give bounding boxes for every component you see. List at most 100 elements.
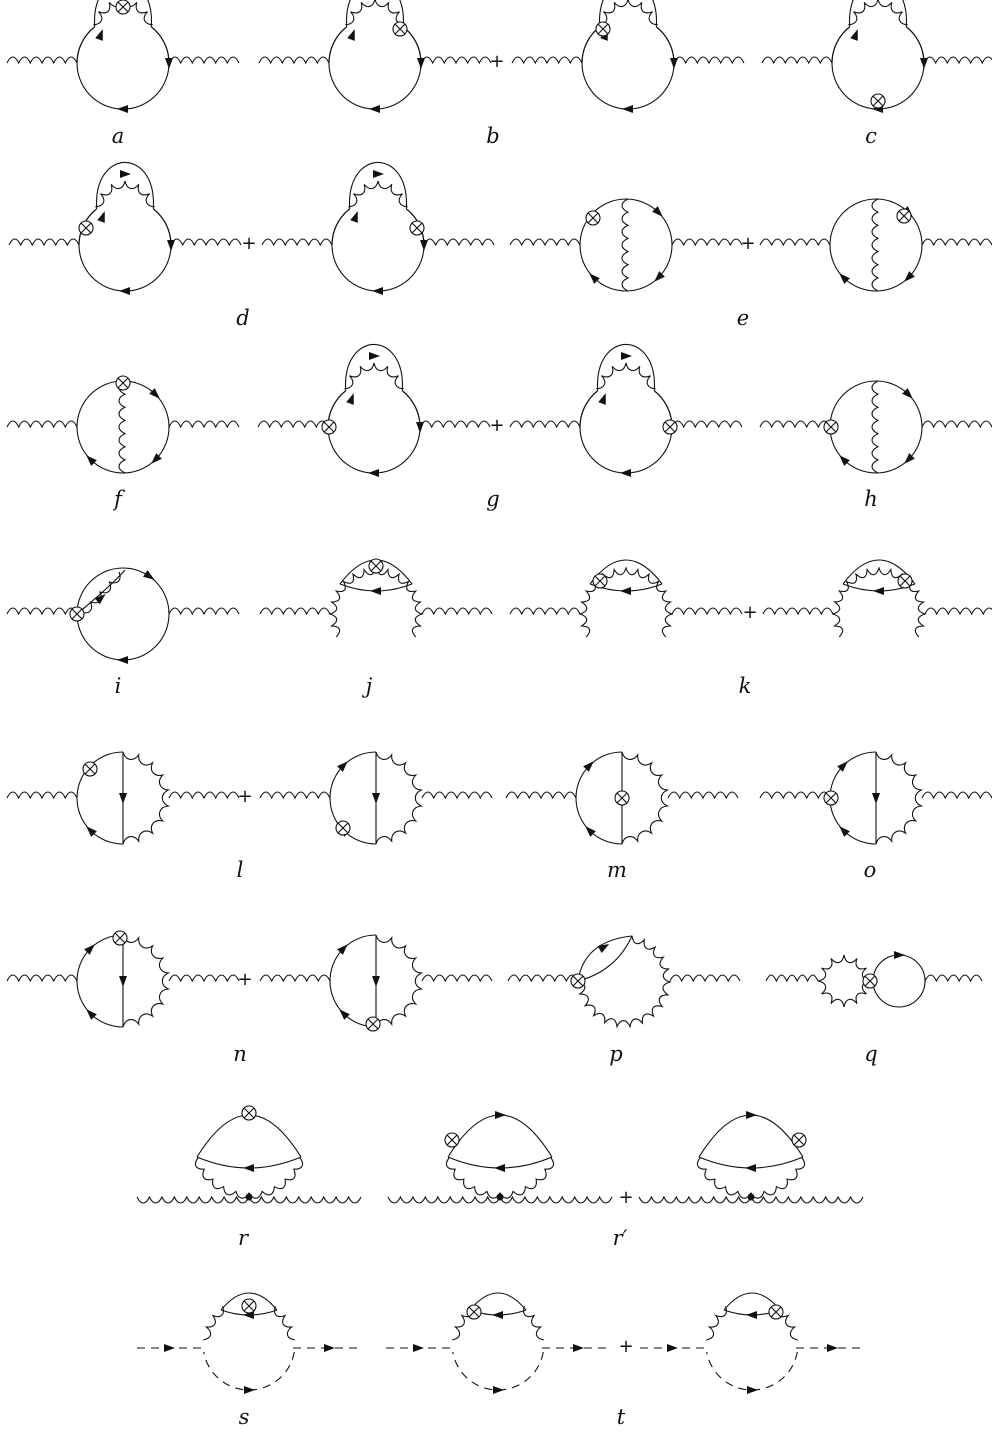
arrow-icon xyxy=(904,453,915,464)
gluon-line xyxy=(598,0,658,26)
arrow-icon xyxy=(373,170,384,178)
gluon-line xyxy=(759,420,831,429)
gluon-line xyxy=(921,238,992,247)
gluon-line xyxy=(511,56,583,65)
arrow-icon xyxy=(164,1344,175,1352)
arrow-icon xyxy=(167,240,175,251)
gluon-line xyxy=(168,420,240,429)
arrow-icon xyxy=(598,393,606,405)
diagram-e-2 xyxy=(759,198,992,292)
quark-line xyxy=(401,390,421,428)
gluon-line xyxy=(421,791,493,800)
arrow-icon xyxy=(84,944,95,955)
gluon-line xyxy=(762,607,834,616)
gluon-line xyxy=(509,238,581,247)
plus-sign: + xyxy=(618,1187,633,1208)
quark-line xyxy=(76,934,124,1028)
gluon-line xyxy=(122,751,171,845)
otimes-insertion-icon xyxy=(112,930,128,946)
gluon-line xyxy=(596,362,656,390)
gluon-line xyxy=(507,974,579,983)
otimes-insertion-icon xyxy=(69,606,85,622)
arrow-icon xyxy=(339,1009,350,1020)
quark-line xyxy=(150,26,170,64)
label-j: j xyxy=(362,674,373,698)
diagram-t-1 xyxy=(386,1292,610,1394)
gluon-line xyxy=(578,566,674,638)
gluon-line xyxy=(421,607,493,616)
gluon-line xyxy=(445,1157,555,1199)
arrow-icon xyxy=(839,826,850,837)
arrow-icon xyxy=(837,761,848,772)
arrow-icon xyxy=(94,594,106,605)
label-g: g xyxy=(486,487,499,511)
quark-line xyxy=(76,751,124,845)
quark-line xyxy=(328,26,422,110)
quark-line xyxy=(331,208,425,292)
gluon-line xyxy=(6,56,78,65)
arrow-icon xyxy=(372,287,383,295)
arrow-icon xyxy=(119,287,130,295)
gluon-line xyxy=(420,56,492,65)
gluon-line xyxy=(696,1157,806,1199)
gluon-line xyxy=(168,974,240,983)
quark-line xyxy=(94,0,152,27)
arrow-icon xyxy=(369,105,380,113)
gluon-line xyxy=(93,0,153,26)
arrow-icon xyxy=(597,944,610,953)
quark-line xyxy=(579,390,599,428)
quark-line xyxy=(349,161,407,209)
quark-line xyxy=(447,1114,553,1158)
label-s: s xyxy=(239,1405,250,1429)
arrow-icon xyxy=(86,826,97,837)
quark-line xyxy=(152,208,172,246)
gluon-line xyxy=(168,791,240,800)
gluon-line xyxy=(848,0,908,26)
gluon-line xyxy=(261,238,333,247)
otimes-insertion-icon xyxy=(78,220,94,236)
plus-sign: + xyxy=(740,233,755,254)
quark-loop xyxy=(579,198,673,292)
gluon-line xyxy=(170,238,242,247)
otimes-insertion-icon xyxy=(870,93,886,109)
gluon-line xyxy=(375,751,424,845)
arrow-icon xyxy=(850,29,858,41)
quark-line xyxy=(328,26,348,64)
quark-line xyxy=(76,26,170,110)
otimes-insertion-icon xyxy=(444,1132,460,1148)
gluon-line xyxy=(258,56,330,65)
plus-sign: + xyxy=(237,786,252,807)
otimes-insertion-icon xyxy=(241,1298,257,1314)
arrow-icon xyxy=(620,469,631,477)
quark-line xyxy=(331,208,351,246)
arrow-icon xyxy=(347,29,355,41)
gluon-line xyxy=(505,791,577,800)
diagram-d-1 xyxy=(8,161,242,295)
gluon-line xyxy=(706,1306,727,1341)
quark-line xyxy=(329,751,377,845)
arrow-icon xyxy=(622,105,633,113)
arrow-icon xyxy=(670,58,678,69)
gluon-line xyxy=(118,380,127,474)
arrow-icon xyxy=(372,793,380,804)
diagram-j xyxy=(259,558,493,638)
diagram-g-1 xyxy=(257,343,491,477)
label-a: a xyxy=(112,124,125,148)
arrow-icon xyxy=(117,656,128,664)
quark-line xyxy=(905,26,925,64)
arrow-icon xyxy=(745,1164,756,1172)
diagram-b-1 xyxy=(258,0,492,113)
label-o: o xyxy=(864,858,877,882)
gluon-line xyxy=(759,238,831,247)
gluon-line xyxy=(259,974,331,983)
quark-line xyxy=(577,935,633,982)
gluon-line xyxy=(257,420,329,429)
otimes-insertion-icon xyxy=(862,973,878,989)
gluon-line xyxy=(921,420,992,429)
gluon-line xyxy=(345,0,405,26)
arrow-icon xyxy=(337,944,348,955)
quark-line xyxy=(346,0,404,27)
arrow-icon xyxy=(95,29,103,41)
label-n: n xyxy=(233,1042,247,1066)
